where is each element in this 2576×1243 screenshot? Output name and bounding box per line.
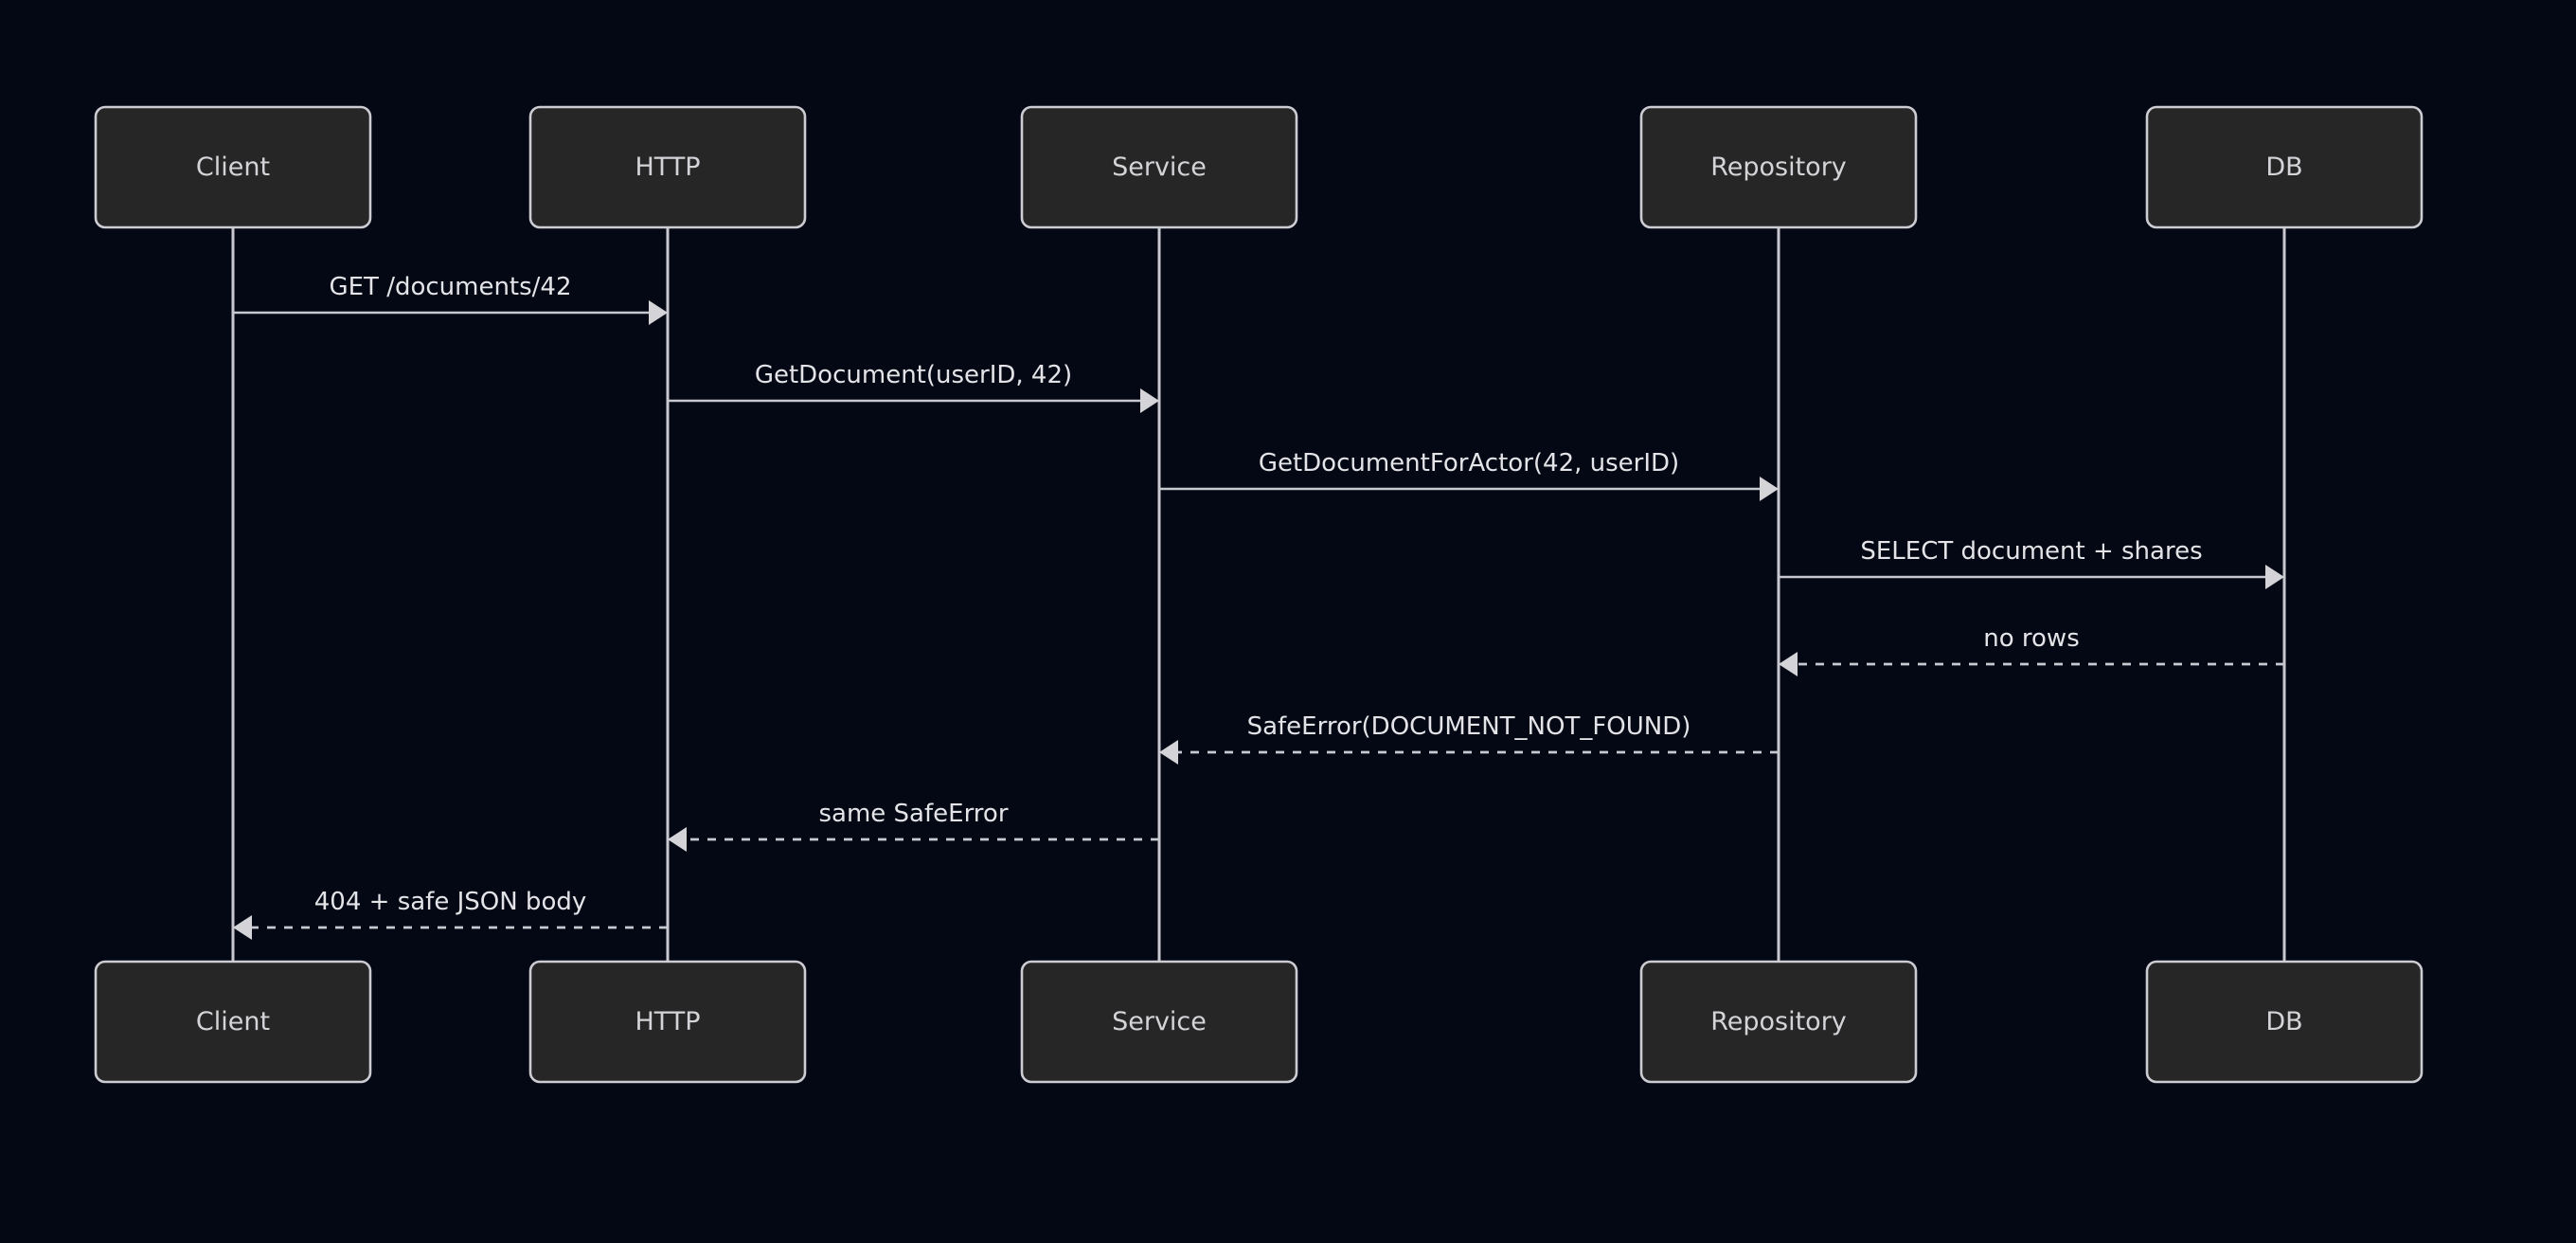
- message-arrowhead: [649, 300, 668, 325]
- participant-box-shape: [94, 960, 372, 1084]
- message-arrowhead: [1760, 477, 1779, 501]
- participant-label: HTTP: [635, 153, 700, 182]
- participant-box-shape: [528, 960, 807, 1084]
- participant-box-shape: [1020, 960, 1298, 1084]
- message-label: SafeError(DOCUMENT_NOT_FOUND): [1247, 712, 1691, 741]
- message-label: 404 + safe JSON body: [314, 888, 587, 916]
- participant-label: DB: [2265, 153, 2302, 182]
- message-label: SELECT document + shares: [1860, 537, 2202, 566]
- message-0-client-to-http[interactable]: GET /documents/42: [233, 273, 668, 325]
- participant-label: Service: [1112, 1007, 1207, 1036]
- participant-bottom-boxes-layer: Client HTTP Service Repository DB: [94, 960, 2424, 1084]
- participant-bottom-http[interactable]: HTTP: [528, 960, 807, 1084]
- participant-top-client[interactable]: Client: [94, 105, 372, 229]
- participant-box-shape: [2145, 960, 2424, 1084]
- participant-top-service[interactable]: Service: [1020, 105, 1298, 229]
- message-1-http-to-service[interactable]: GetDocument(userID, 42): [668, 361, 1159, 413]
- participant-label: Repository: [1710, 1007, 1847, 1036]
- message-arrowhead: [1140, 388, 1159, 413]
- participant-box-shape: [94, 105, 372, 229]
- lifelines-layer: [231, 227, 2286, 962]
- participant-label: Service: [1112, 153, 1207, 182]
- participant-top-http[interactable]: HTTP: [528, 105, 807, 229]
- message-7-http-to-client[interactable]: 404 + safe JSON body: [233, 888, 668, 940]
- participant-top-db[interactable]: DB: [2145, 105, 2424, 229]
- message-label: GetDocumentForActor(42, userID): [1259, 449, 1679, 477]
- message-label: GetDocument(userID, 42): [755, 361, 1072, 389]
- participant-bottom-db[interactable]: DB: [2145, 960, 2424, 1084]
- participant-label: Client: [196, 153, 270, 182]
- participant-box-shape: [2145, 105, 2424, 229]
- participant-top-boxes-layer: Client HTTP Service Repository DB: [94, 105, 2424, 229]
- participant-label: HTTP: [635, 1007, 700, 1036]
- message-5-repository-to-service[interactable]: SafeError(DOCUMENT_NOT_FOUND): [1159, 712, 1779, 765]
- message-arrowhead: [2265, 565, 2284, 589]
- message-arrowhead: [1779, 652, 1798, 676]
- message-label: same SafeError: [818, 800, 1008, 828]
- message-arrowhead: [668, 827, 687, 852]
- participant-box-shape: [1020, 105, 1298, 229]
- message-label: no rows: [1983, 624, 2080, 653]
- participant-label: Client: [196, 1007, 270, 1036]
- message-arrowhead: [233, 915, 252, 940]
- participant-bottom-repository[interactable]: Repository: [1639, 960, 1918, 1084]
- participant-bottom-service[interactable]: Service: [1020, 960, 1298, 1084]
- message-4-db-to-repository[interactable]: no rows: [1779, 624, 2284, 676]
- message-6-service-to-http[interactable]: same SafeError: [668, 800, 1159, 852]
- participant-label: DB: [2265, 1007, 2302, 1036]
- message-label: GET /documents/42: [329, 273, 571, 301]
- participant-box-shape: [528, 105, 807, 229]
- message-3-repository-to-db[interactable]: SELECT document + shares: [1779, 537, 2284, 589]
- message-arrowhead: [1159, 740, 1178, 765]
- participant-label: Repository: [1710, 153, 1847, 182]
- participant-box-shape: [1639, 960, 1918, 1084]
- participant-bottom-client[interactable]: Client: [94, 960, 372, 1084]
- participant-box-shape: [1639, 105, 1918, 229]
- participant-top-repository[interactable]: Repository: [1639, 105, 1918, 229]
- message-2-service-to-repository[interactable]: GetDocumentForActor(42, userID): [1159, 449, 1779, 501]
